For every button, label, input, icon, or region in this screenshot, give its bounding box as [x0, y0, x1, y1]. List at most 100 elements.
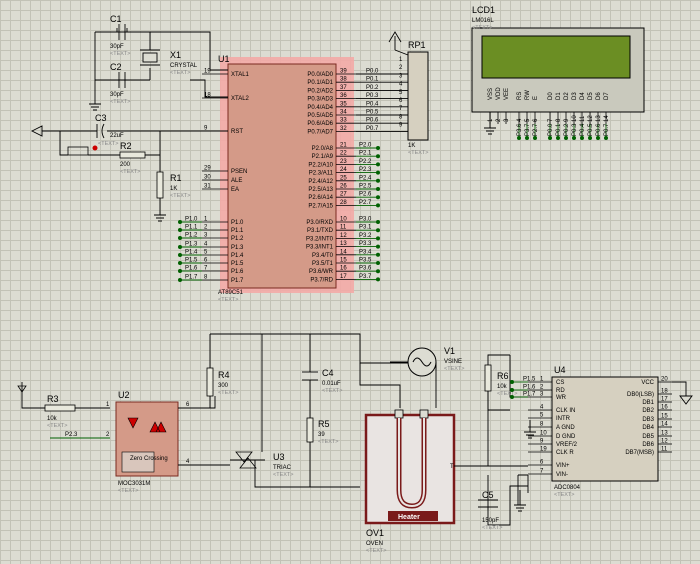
u2-pin2: 2	[106, 432, 110, 438]
u1-p0-net-label: P0.3	[366, 93, 379, 99]
u1-pin-name: P1.2	[231, 236, 244, 242]
u1-microcontroller[interactable]: U1 AT89C51 <TEXT> 19XTAL118XTAL29RST29PS…	[178, 54, 408, 303]
u4-pin-name: CLK IN	[556, 408, 575, 414]
u1-pin-name: P0.1/AD1	[307, 80, 333, 86]
rp1-text: <TEXT>	[408, 150, 428, 156]
u1-pin-num: 27	[340, 192, 347, 198]
u4-pin-name: CS	[556, 380, 564, 386]
junction-dot	[376, 146, 380, 150]
triac-output-icon	[149, 421, 167, 433]
u1-net-label: P3.5	[359, 258, 372, 264]
junction-dot	[604, 136, 608, 140]
lcd1-display[interactable]: LCD1 LM016L <TEXT> VSS1VDD2VEE3RS4RW5E6D…	[471, 5, 645, 140]
r4-ref: R4	[218, 370, 230, 380]
u1-pin-num: 9	[204, 126, 208, 132]
u4-pin-num: 17	[661, 397, 668, 403]
lcd-pin-name: D2	[564, 92, 570, 100]
r6-value: 10k	[497, 384, 508, 390]
u4-pin-num: 2	[540, 385, 544, 391]
u4-pin-name: DB7(MSB)	[625, 450, 654, 456]
u1-pin-num: 24	[340, 167, 347, 173]
rp1-body	[407, 51, 429, 141]
u4-pin-name: DB6	[642, 442, 654, 448]
r1-ref: R1	[170, 173, 182, 183]
u4-ground-icon	[672, 381, 693, 405]
u1-pin-num: 7	[204, 266, 208, 272]
oscillator-circuit: C1 30pF <TEXT> C2 30pF <TEXT> X1 CRYSTAL…	[89, 14, 228, 111]
u4-text: <TEXT>	[554, 492, 574, 498]
reset-button-indicator	[92, 145, 98, 151]
u4-pin-name: DB5	[642, 434, 654, 440]
u4-pin-name: CLK R	[556, 450, 574, 456]
lcd-ground-icon	[484, 112, 496, 135]
u1-pin-num: 31	[204, 184, 211, 190]
u4-net-label: P1.7	[523, 392, 536, 398]
triac-icon	[235, 451, 257, 469]
u4-pin-num: 13	[661, 431, 668, 437]
c2-ref: C2	[110, 62, 122, 72]
junction-dot	[376, 220, 380, 224]
c3-value: 22uF	[110, 133, 124, 139]
u4-adc[interactable]	[551, 376, 659, 482]
r2-value: 200	[120, 162, 131, 168]
r1-resistor-icon	[156, 171, 164, 199]
u1-net-label: P3.2	[359, 233, 372, 239]
u1-pin-num: 4	[204, 242, 208, 248]
ov1-part: OVEN	[366, 541, 383, 547]
u1-pin-num: 1	[204, 217, 208, 223]
junction-dot	[533, 136, 537, 140]
u2-pin6: 6	[186, 402, 190, 408]
u1-pin-num: 32	[340, 126, 347, 132]
rp1-power-arrow-icon	[388, 31, 402, 50]
u1-pin-num: 19	[204, 69, 211, 75]
lcd-net-label: P0.1	[556, 123, 562, 136]
u1-pin-num: 21	[340, 143, 347, 149]
r2-text: <TEXT>	[120, 169, 140, 175]
r6-ref: R6	[497, 371, 509, 381]
u1-pin-name: P1.5	[231, 261, 244, 267]
r6-text: <TEXT>	[497, 391, 517, 397]
u1-ref: U1	[218, 54, 230, 64]
u4-pin-num: 1	[540, 377, 544, 383]
reset-circuit: C3 22uF <TEXT> R2 200 <TEXT> R1 1K <TEXT…	[30, 113, 228, 222]
lcd-pin-num: 2	[496, 118, 502, 122]
u1-pin-name: P1.3	[231, 245, 244, 251]
lcd-screen	[481, 35, 631, 79]
u1-pin-num: 33	[340, 118, 347, 124]
u4-pin-num: 7	[540, 469, 544, 475]
junction-dot	[525, 136, 529, 140]
u2-pin1: 1	[106, 402, 110, 408]
junction-dot	[510, 395, 514, 399]
rp1-pin-num: 6	[399, 98, 403, 104]
u1-p0-net-label: P0.5	[366, 110, 379, 116]
c4-ref: C4	[322, 368, 334, 378]
junction-dot	[376, 170, 380, 175]
u1-pin-name: P3.7/RD	[310, 277, 333, 283]
r3-text: <TEXT>	[47, 423, 67, 429]
u1-pin-name: P3.2/INT0	[306, 236, 334, 242]
lcd-pin-num: 12	[588, 115, 594, 122]
u1-pin-name: P2.1/A9	[312, 154, 334, 160]
r4-text: <TEXT>	[218, 390, 238, 396]
u1-pin-name: P0.0/AD0	[307, 72, 333, 78]
u1-pin-name: P1.7	[231, 278, 244, 284]
u4-pin-name: A GND	[556, 425, 575, 431]
u4-pin-name: DB1	[642, 400, 654, 406]
u1-pin-name: P0.7/AD7	[307, 129, 333, 135]
u1-net-label: P3.7	[359, 274, 372, 280]
lcd-pin-num: 13	[596, 115, 602, 122]
u4-pin-num: 5	[540, 413, 544, 419]
u1-pin-num: 25	[340, 175, 347, 181]
r3-net-label: P2.3	[65, 432, 78, 438]
u1-net-label: P3.3	[359, 241, 372, 247]
reset-button-icon[interactable]	[67, 146, 89, 156]
u3-ref: U3	[273, 452, 285, 462]
lcd-pin-name: VSS	[488, 88, 494, 100]
u2-zc-label: Zero Crossing	[130, 456, 168, 462]
u1-p0-net-label: P0.1	[366, 77, 379, 83]
u1-pin-name: P1.0	[231, 220, 244, 226]
u1-pin-num: 3	[204, 233, 208, 239]
ov1-ref: OV1	[366, 528, 384, 538]
u1-pin-name: P2.4/A12	[308, 179, 333, 185]
